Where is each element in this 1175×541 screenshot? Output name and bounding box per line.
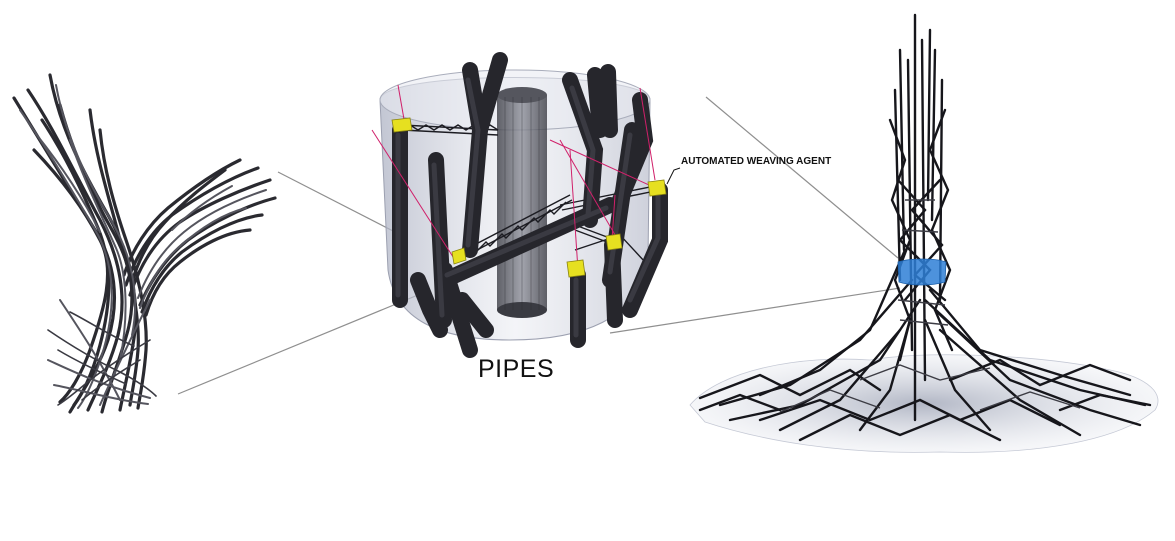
connector-lines <box>177 96 901 395</box>
connector-line-left-top <box>277 171 396 233</box>
pipe <box>472 52 508 138</box>
weaving-agent <box>647 179 667 197</box>
weaving-agent <box>451 247 467 265</box>
central-core-top <box>497 87 547 103</box>
central-core-lines <box>504 97 540 310</box>
pipes-assembly <box>371 52 681 358</box>
agent-leader-line <box>666 167 681 185</box>
pipe <box>587 67 608 138</box>
weaving-agent <box>566 259 586 278</box>
connector-line-right-top <box>705 96 899 259</box>
pipe <box>410 272 448 338</box>
blue-band <box>897 258 947 286</box>
weaving-agent <box>391 117 413 133</box>
pipe <box>454 292 494 338</box>
ground-surface <box>689 354 1159 453</box>
pipes <box>392 52 668 358</box>
woven-tower-structure <box>689 13 1159 453</box>
pipe <box>600 64 618 138</box>
automated-weaving-agent-label: AUTOMATED WEAVING AGENT <box>681 156 832 167</box>
woven-branch-structure <box>12 73 277 414</box>
cables <box>371 84 661 271</box>
weaving-agent <box>605 233 623 251</box>
connector-line-right-bottom <box>609 287 901 334</box>
connector-line-left-bottom <box>177 289 431 395</box>
weaving-agents <box>391 117 667 278</box>
pipes-label: PIPES <box>478 355 555 383</box>
